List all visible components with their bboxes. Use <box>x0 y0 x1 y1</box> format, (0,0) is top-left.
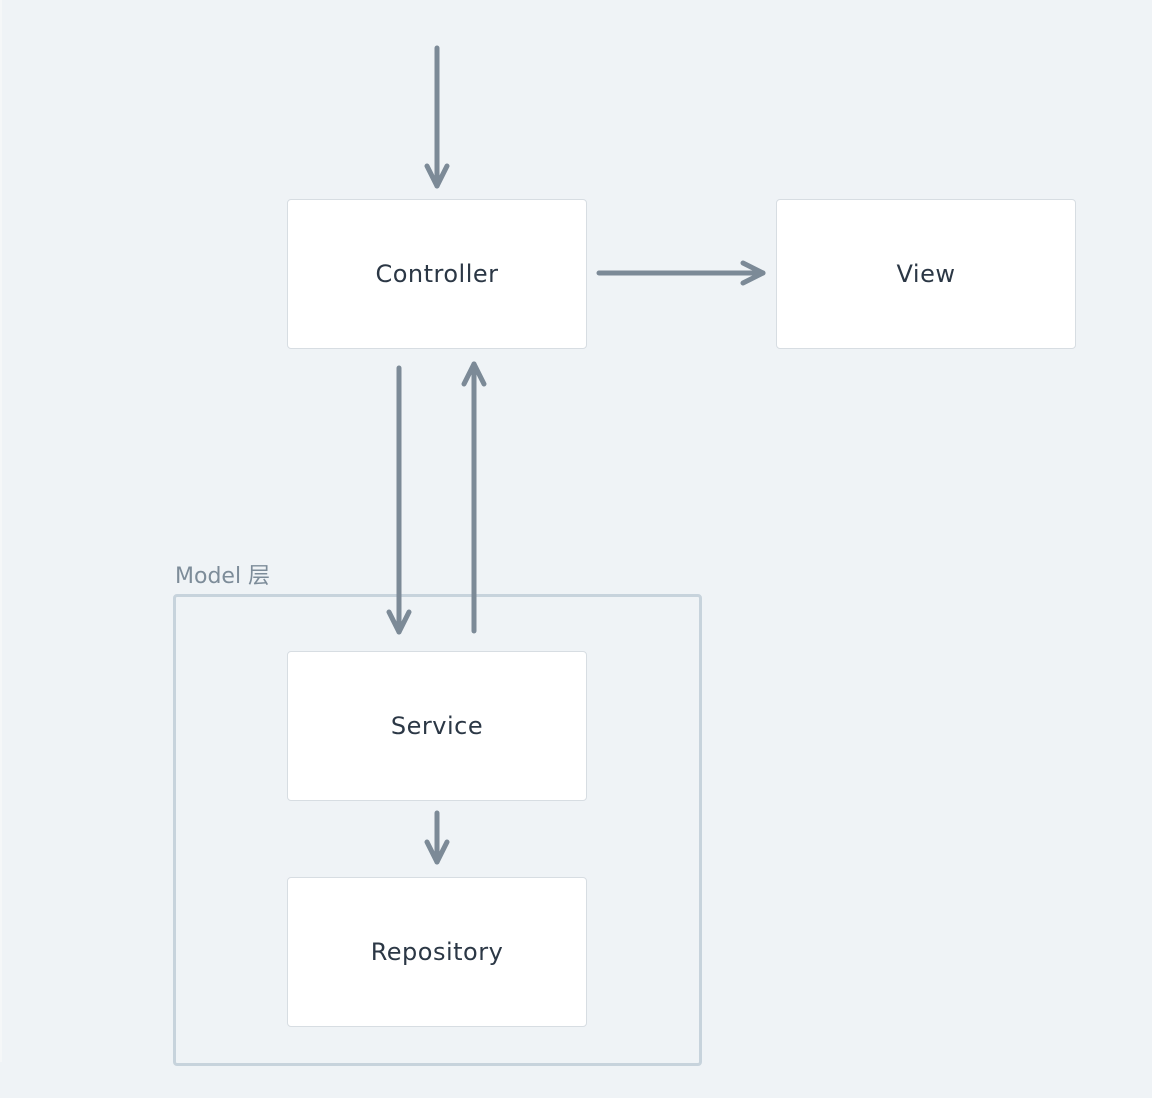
model-layer-group <box>173 594 702 1066</box>
repository-node: Repository <box>287 877 587 1027</box>
view-node: View <box>776 199 1076 349</box>
controller-node: Controller <box>287 199 587 349</box>
model-layer-label: Model 层 <box>175 564 271 589</box>
left-edge-divider <box>0 0 2 1062</box>
service-node: Service <box>287 651 587 801</box>
